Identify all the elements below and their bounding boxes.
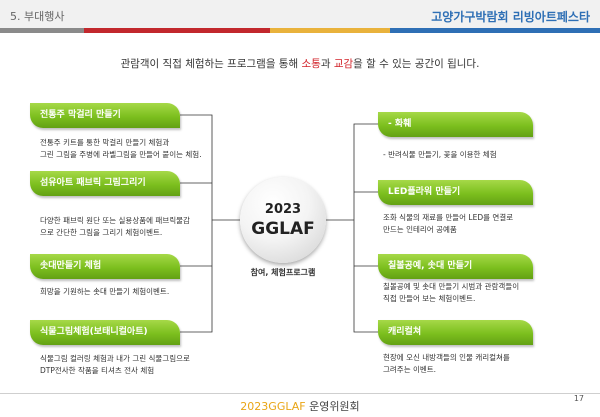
connector-right <box>353 123 378 333</box>
intro-text-3: 을 할 수 있는 공간이 됩니다. <box>353 58 480 70</box>
header-bar <box>0 0 600 33</box>
header-stripe-gray <box>0 28 84 33</box>
desc-line: 으로 간단한 그림을 그리기 체험이벤트. <box>40 228 163 237</box>
desc-line: 만드는 인테리어 공예품 <box>383 225 457 234</box>
program-label-caricature: 캐리컬쳐 <box>378 320 533 345</box>
desc-line: 전통주 키트를 통한 막걸리 만들기 체험과 <box>40 138 170 147</box>
hub-circle <box>240 177 326 263</box>
desc-line: 칠볼공예 및 솟대 만들기 시범과 관람객들이 <box>383 282 520 291</box>
desc-line: 현장에 오신 내방객들의 인물 캐리컬쳐를 <box>383 353 510 362</box>
program-desc-led-flower: 조화 식물의 재료를 만들어 LED를 연결로 만드는 인테리어 공예품 <box>383 212 513 236</box>
intro-highlight-empathy: 교감 <box>333 58 354 70</box>
desc-line: 다양한 패브릭 원단 또는 실용상품에 패브릭물감 <box>40 216 190 225</box>
desc-line: 희망을 기원하는 솟대 만들기 체험이벤트. <box>40 287 170 296</box>
hub-caption: 참여, 체험프로그램 <box>250 268 316 277</box>
program-label-makgeolli: 전통주 막걸리 만들기 <box>30 103 180 128</box>
footer-divider <box>0 393 600 394</box>
header-stripe-yellow <box>270 28 390 33</box>
desc-line: 그린 그림을 주병에 라벨그림을 만들어 붙이는 체험. <box>40 150 202 159</box>
program-label-craft-sotdae: 칠볼공예, 솟대 만들기 <box>378 254 533 279</box>
desc-line: 조화 식물의 재료를 만들어 LED를 연결로 <box>383 213 514 222</box>
program-label-fabric-art: 섬유아트 패브릭 그림그리기 <box>30 171 180 196</box>
section-title: 5. 부대행사 <box>10 10 65 23</box>
program-desc-flowers: - 반려식물 만들기, 꽃을 이용한 체험 <box>383 149 497 161</box>
event-title: 고양가구박람회 리빙아트페스타 <box>431 10 590 24</box>
footer-organizer: 2023GGLAF 운영위원회 <box>0 398 600 414</box>
program-desc-sotdae: 희망을 기원하는 솟대 만들기 체험이벤트. <box>40 286 169 298</box>
desc-line: DTP전사한 작품을 티셔츠 전사 체험 <box>40 366 155 375</box>
intro-sentence: 관람객이 직접 체험하는 프로그램을 통해 소통과 교감을 할 수 있는 공간이… <box>0 56 600 71</box>
program-desc-craft-sotdae: 칠볼공예 및 솟대 만들기 시범과 관람객들이 직접 만들어 보는 체험이벤트. <box>383 281 519 305</box>
program-desc-botanical-art: 식물그림 컬러링 체험과 내가 그린 식물그림으로 DTP전사한 작품을 티셔츠… <box>40 353 190 377</box>
program-label-sotdae: 솟대만들기 체험 <box>30 254 180 279</box>
intro-highlight-communication: 소통 <box>301 58 321 70</box>
page-number: 17 <box>573 394 584 403</box>
program-desc-caricature: 현장에 오신 내방객들의 인물 캐리컬쳐를 그려주는 이벤트. <box>383 352 510 376</box>
program-label-botanical-art: 식물그림체험(보태니컬아트) <box>30 320 180 345</box>
program-desc-makgeolli: 전통주 키트를 통한 막걸리 만들기 체험과 그린 그림을 주병에 라벨그림을 … <box>40 137 202 161</box>
hub-name: GGLAF <box>251 219 315 239</box>
footer-brand: 2023GGLAF <box>240 400 306 413</box>
header-stripe-blue <box>390 28 600 33</box>
desc-line: 그려주는 이벤트. <box>383 365 437 374</box>
desc-line: 식물그림 컬러링 체험과 내가 그린 식물그림으로 <box>40 354 190 363</box>
program-desc-fabric-art: 다양한 패브릭 원단 또는 실용상품에 패브릭물감 으로 간단한 그림을 그리기… <box>40 215 190 239</box>
hub-year: 2023 <box>264 202 302 217</box>
intro-text-2: 과 <box>320 58 334 70</box>
connector-left <box>180 114 213 333</box>
header-stripe-red <box>84 28 270 33</box>
program-label-led-flower: LED플라워 만들기 <box>378 180 533 205</box>
program-label-flowers: - 화훼 <box>378 112 533 137</box>
intro-text-1: 관람객이 직접 체험하는 프로그램을 통해 <box>120 58 302 70</box>
footer-org: 운영위원회 <box>305 400 360 413</box>
desc-line: - 반려식물 만들기, 꽃을 이용한 체험 <box>383 150 497 159</box>
desc-line: 직접 만들어 보는 체험이벤트. <box>383 294 476 303</box>
